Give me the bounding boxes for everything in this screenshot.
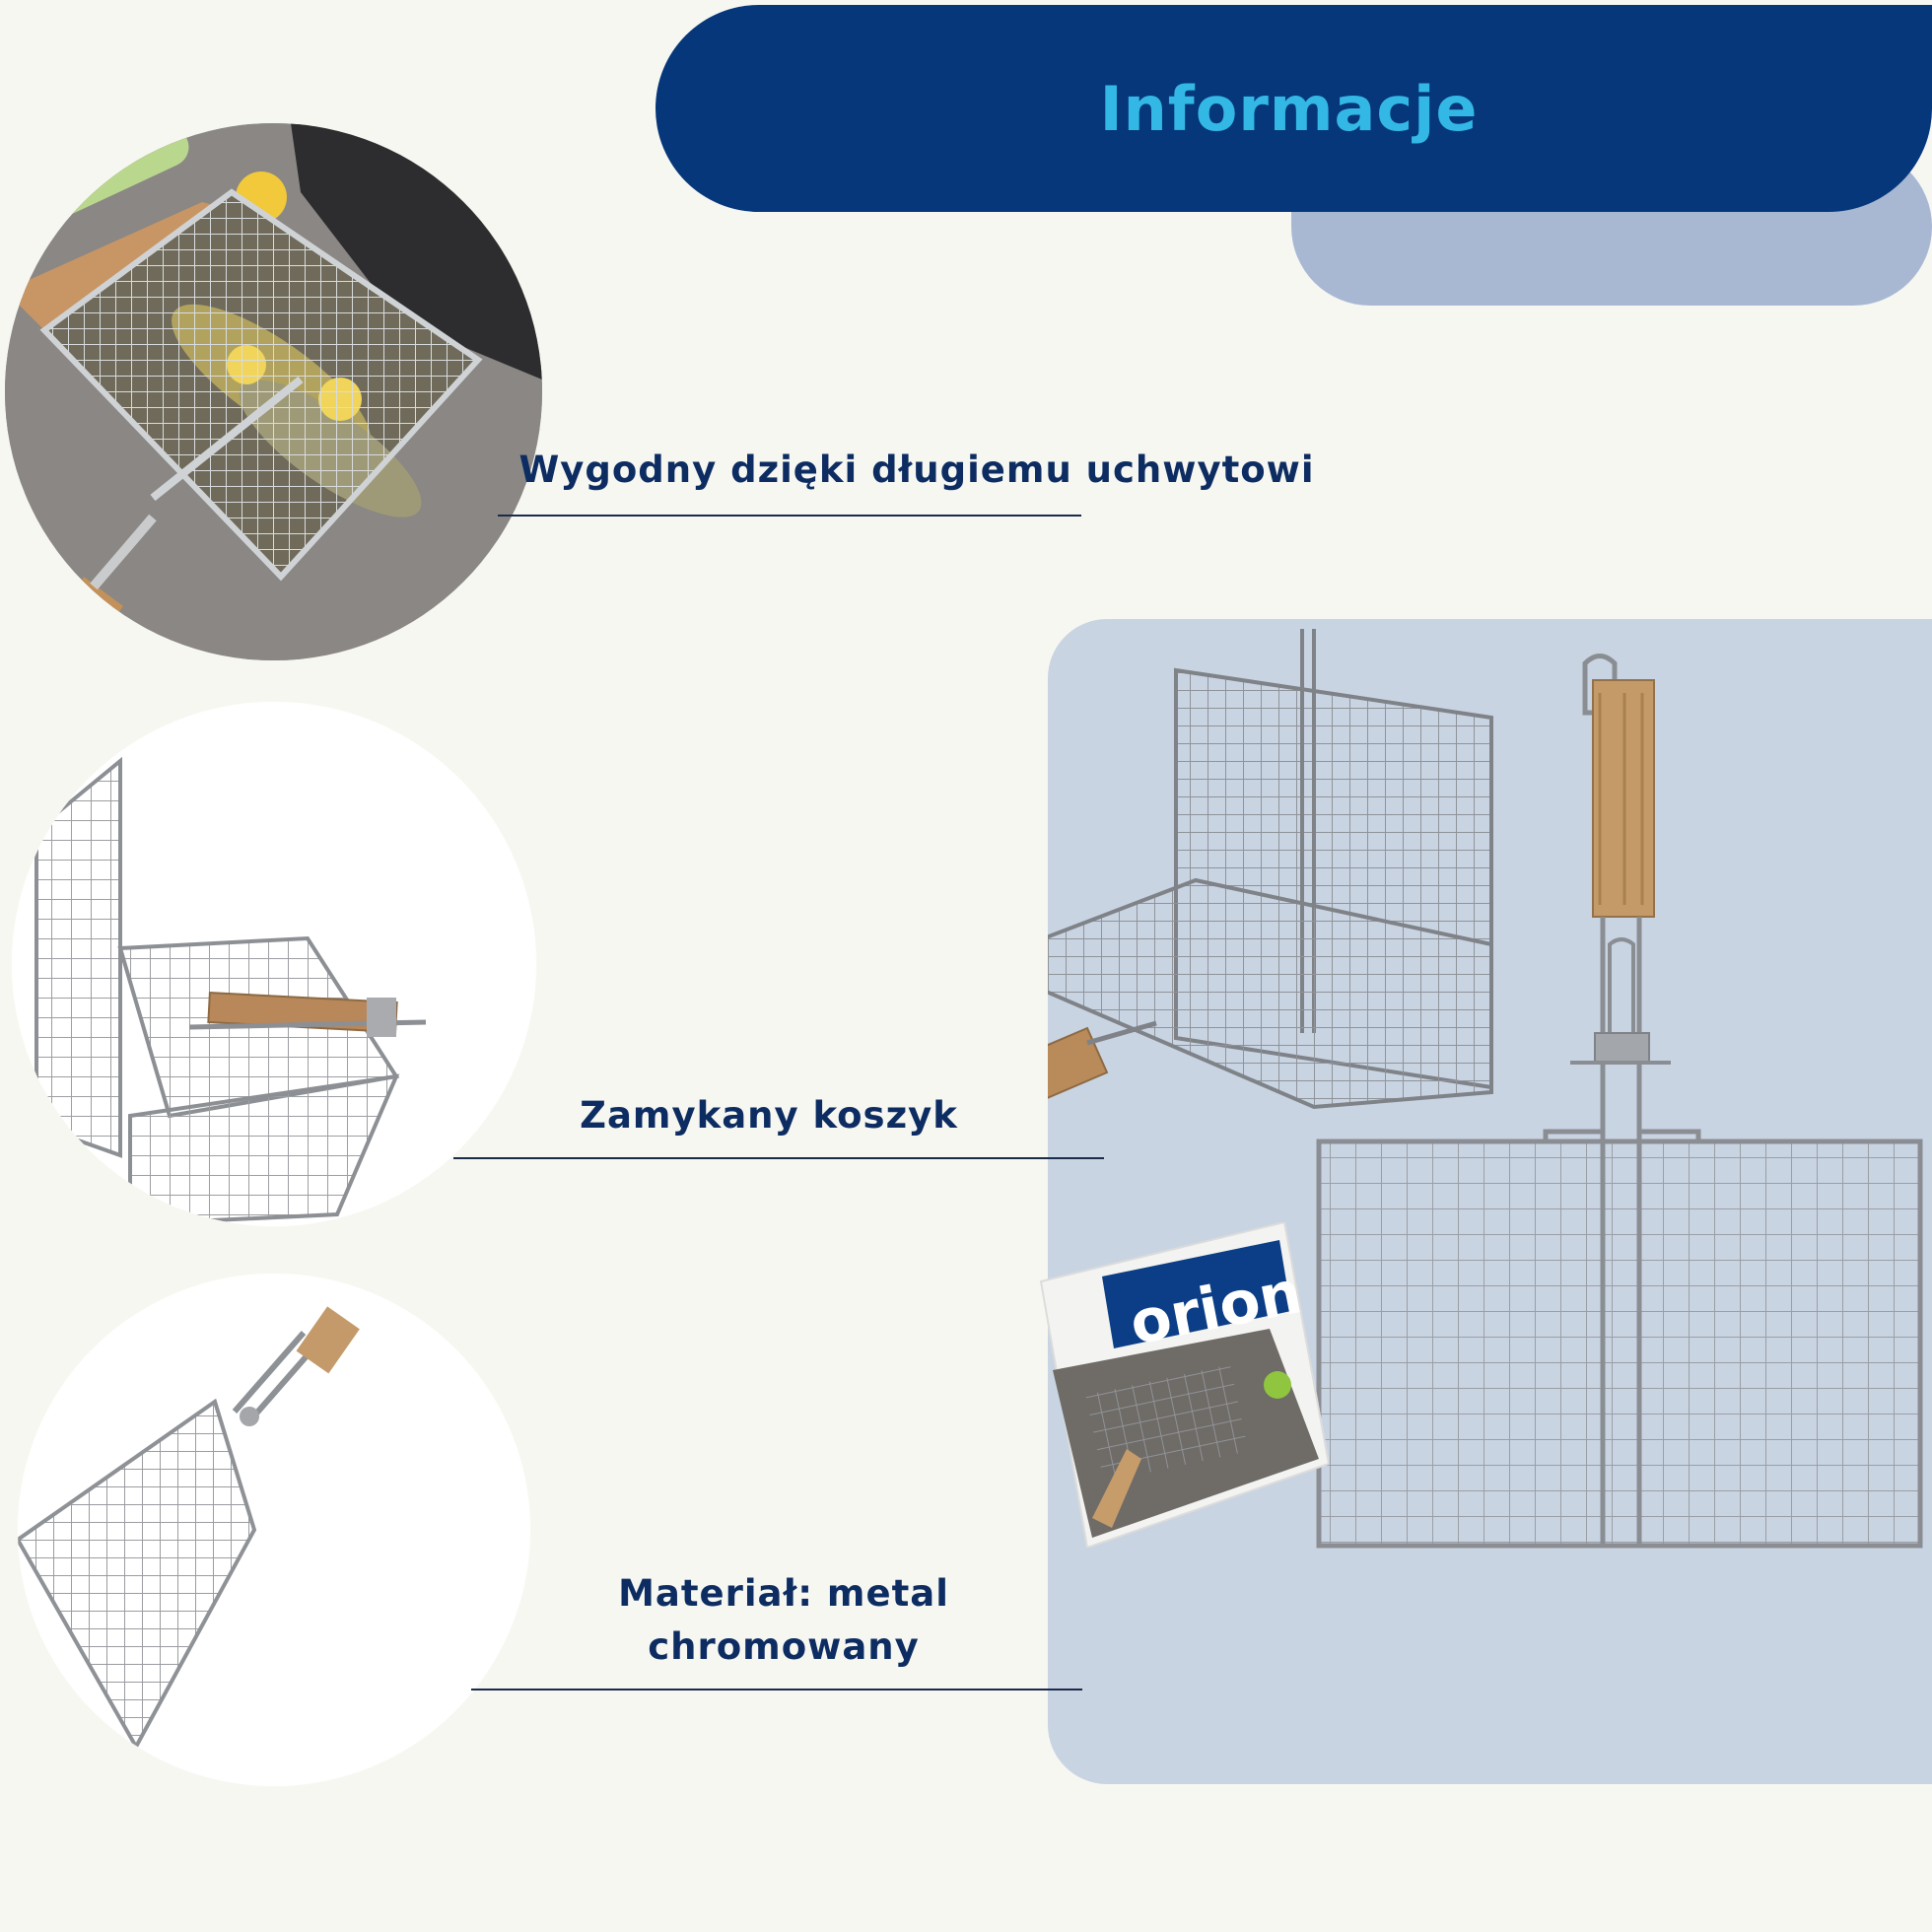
brand-package-card: orion xyxy=(1033,1220,1331,1550)
product-panel xyxy=(1016,619,1932,1784)
feature-image-closed-basket xyxy=(12,702,536,1226)
feature-label-long-handle: Wygodny dzięki długiemu uchwytowi xyxy=(518,448,1315,491)
feature-label-material: Materiał: metal chromowany xyxy=(618,1572,949,1668)
page-title: Informacje xyxy=(1099,72,1479,145)
feature-image-long-handle xyxy=(5,123,542,660)
flat-grill-image xyxy=(1316,654,1923,1549)
product-illustration xyxy=(1016,629,1923,1549)
feature-label-closed-basket: Zamykany koszyk xyxy=(580,1094,958,1137)
open-basket-image xyxy=(1016,629,1493,1110)
feature-image-material xyxy=(18,1274,530,1786)
feature-divider xyxy=(471,1689,1082,1690)
header-banner: Informacje xyxy=(656,5,1932,212)
feature-divider xyxy=(453,1157,1104,1159)
feature-divider xyxy=(498,515,1081,517)
